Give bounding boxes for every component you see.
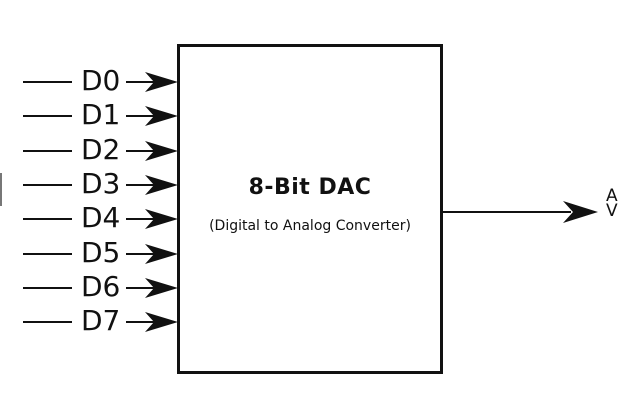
input-wire — [23, 115, 72, 117]
input-label-d4: D4 — [81, 200, 121, 234]
input-wire — [23, 150, 72, 152]
input-label-d6: D6 — [81, 269, 121, 303]
input-wire — [23, 253, 72, 255]
input-row-d5: D5 — [0, 237, 178, 271]
output-arrow-icon — [443, 201, 598, 223]
input-arrow-icon — [126, 141, 178, 161]
input-row-d3: D3 — [0, 168, 178, 202]
input-row-d2: D2 — [0, 134, 178, 168]
input-row-d6: D6 — [0, 271, 178, 305]
input-row-d1: D1 — [0, 99, 178, 133]
output-label-line2: V — [606, 201, 618, 221]
input-label-d0: D0 — [81, 63, 121, 97]
input-wire — [23, 184, 72, 186]
input-wire — [23, 81, 72, 83]
input-label-d1: D1 — [81, 97, 121, 131]
input-arrow-icon — [126, 175, 178, 195]
input-label-d7: D7 — [81, 303, 121, 337]
dac-subtitle: (Digital to Analog Converter) — [209, 218, 411, 234]
input-arrow-icon — [126, 312, 178, 332]
input-arrow-icon — [126, 244, 178, 264]
dac-box: 8-Bit DAC (Digital to Analog Converter) — [177, 44, 443, 374]
input-wire — [23, 218, 72, 220]
input-arrow-icon — [126, 72, 178, 92]
input-row-d7: D7 — [0, 305, 178, 339]
input-label-d2: D2 — [81, 132, 121, 166]
input-label-d5: D5 — [81, 235, 121, 269]
output-label: A V — [606, 186, 618, 221]
input-label-d3: D3 — [81, 166, 121, 200]
input-wire — [23, 287, 72, 289]
output-label-line1: A — [606, 186, 618, 206]
input-arrow-icon — [126, 106, 178, 126]
dac-title: 8-Bit DAC — [248, 175, 372, 200]
input-wire — [23, 321, 72, 323]
input-arrow-icon — [126, 209, 178, 229]
input-row-d4: D4 — [0, 202, 178, 236]
input-row-d0: D0 — [0, 65, 178, 99]
left-edge-cutoff-glyph — [0, 173, 2, 206]
input-arrow-icon — [126, 278, 178, 298]
